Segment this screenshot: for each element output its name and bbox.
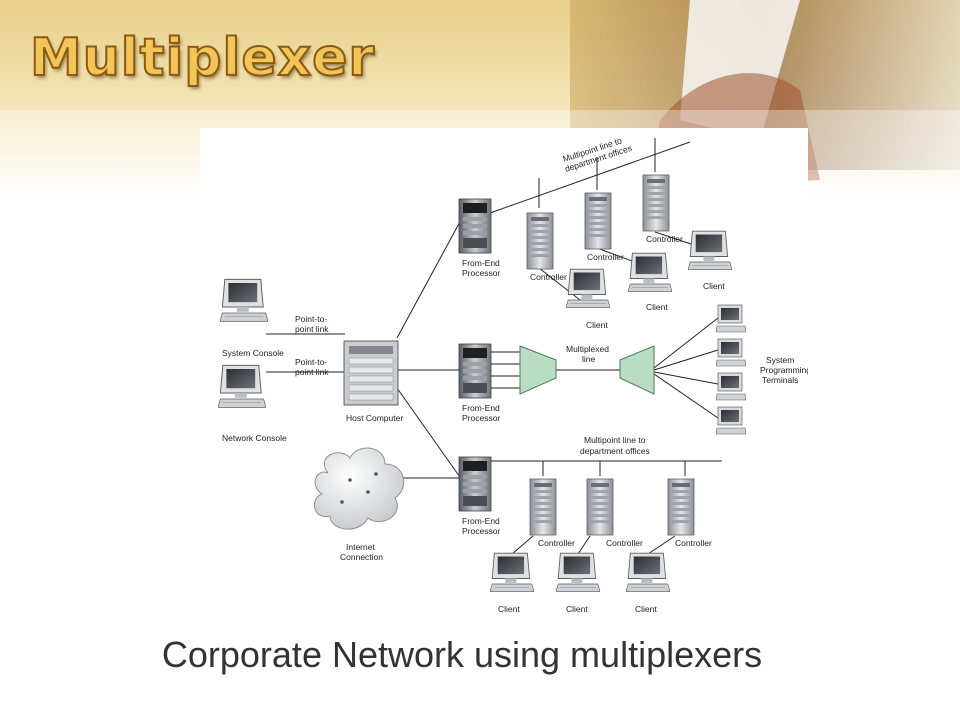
controller-label: Controller: [675, 538, 712, 548]
p2p-link-label: Point-to-: [295, 357, 327, 367]
system-console-icon: [220, 278, 268, 323]
spt-label: Programming: [760, 365, 808, 375]
fep-mid-label: Processor: [462, 413, 500, 423]
client-label: Client: [635, 604, 657, 614]
internet-connection-label: Connection: [340, 552, 383, 562]
client-icon: [566, 268, 610, 309]
controller-icon: [529, 478, 557, 536]
controller-label: Controller: [606, 538, 643, 548]
terminal-icon: [716, 338, 746, 367]
client-icon: [626, 552, 670, 593]
fep-mid-icon: [458, 343, 492, 399]
terminal-icon: [716, 304, 746, 333]
p2p-link-label: Point-to-: [295, 314, 327, 324]
host-computer-label: Host Computer: [346, 413, 403, 423]
spt-label: Terminals: [762, 375, 798, 385]
slide-title: Multiplexer: [29, 27, 376, 89]
client-label: Client: [498, 604, 520, 614]
fep-bottom-label: Processor: [462, 526, 500, 536]
fep-mid-label: From-End: [462, 403, 500, 413]
client-icon: [556, 552, 600, 593]
multiplexed-line-label: Multiplexed: [566, 344, 609, 354]
client-icon: [628, 252, 672, 293]
system-console-label: System Console: [222, 348, 284, 358]
fep-top-label: Processor: [462, 268, 500, 278]
controller-icon: [584, 192, 612, 250]
fep-top-label: From-End: [462, 258, 500, 268]
client-label: Client: [703, 281, 725, 291]
internet-cloud-icon: [314, 447, 405, 530]
controller-icon: [526, 212, 554, 270]
internet-connection-label: Internet: [346, 542, 375, 552]
multipoint-bottom-label: department offices: [580, 446, 650, 456]
controller-icon: [586, 478, 614, 536]
client-icon: [490, 552, 534, 593]
controller-label: Controller: [587, 252, 624, 262]
host-computer-icon: [343, 340, 399, 406]
spt-label: System: [766, 355, 794, 365]
p2p-link-label: point link: [295, 367, 329, 377]
controller-label: Controller: [646, 234, 683, 244]
terminal-icon: [716, 372, 746, 401]
network-diagram: System Console Network Console Host Comp…: [200, 128, 808, 622]
client-label: Client: [646, 302, 668, 312]
multiplexer-right: [619, 345, 655, 395]
controller-label: Controller: [530, 272, 567, 282]
fep-top-icon: [458, 198, 492, 254]
client-icon: [688, 230, 732, 271]
multipoint-bottom-label: Multipoint line to: [584, 435, 646, 445]
slide-caption: Corporate Network using multiplexers: [161, 634, 763, 675]
network-console-icon: [218, 364, 266, 409]
multiplexer-left: [519, 345, 557, 395]
network-console-label: Network Console: [222, 433, 287, 443]
controller-label: Controller: [538, 538, 575, 548]
controller-icon: [642, 174, 670, 232]
terminal-icon: [716, 406, 746, 435]
fep-bottom-icon: [458, 456, 492, 512]
controller-icon: [667, 478, 695, 536]
p2p-link-label: point link: [295, 324, 329, 334]
client-label: Client: [566, 604, 588, 614]
fep-bottom-label: From-End: [462, 516, 500, 526]
client-label: Client: [586, 320, 608, 330]
multiplexed-line-label: line: [582, 354, 596, 364]
